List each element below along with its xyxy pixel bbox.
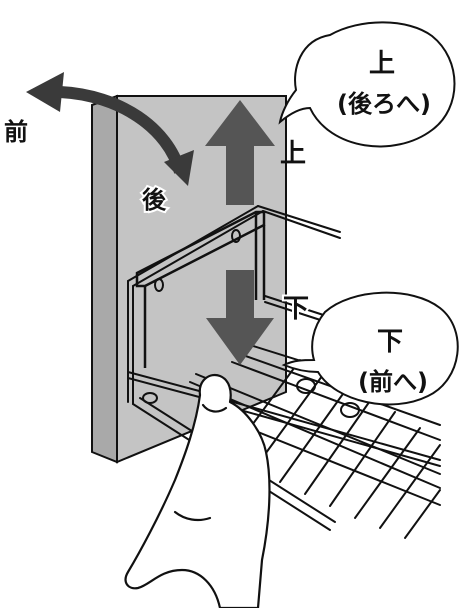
front-back-arrow xyxy=(26,72,194,186)
callout-down-line2: (前へ) xyxy=(358,368,428,396)
label-down: 下 xyxy=(283,294,309,324)
rack-back-plate xyxy=(135,210,266,368)
down-arrow xyxy=(206,270,274,365)
callout-down xyxy=(281,291,459,406)
label-back: 後 xyxy=(142,186,167,214)
hand xyxy=(124,373,271,608)
callout-up xyxy=(278,21,456,148)
label-up: 上 xyxy=(280,139,306,169)
up-arrow xyxy=(205,100,275,205)
keyhole-slots xyxy=(154,229,241,292)
callout-up-line1: 上 xyxy=(369,49,395,79)
callout-up-line2: (後ろへ) xyxy=(337,90,431,118)
label-front: 前 xyxy=(4,118,28,146)
callout-down-line1: 下 xyxy=(377,327,403,357)
